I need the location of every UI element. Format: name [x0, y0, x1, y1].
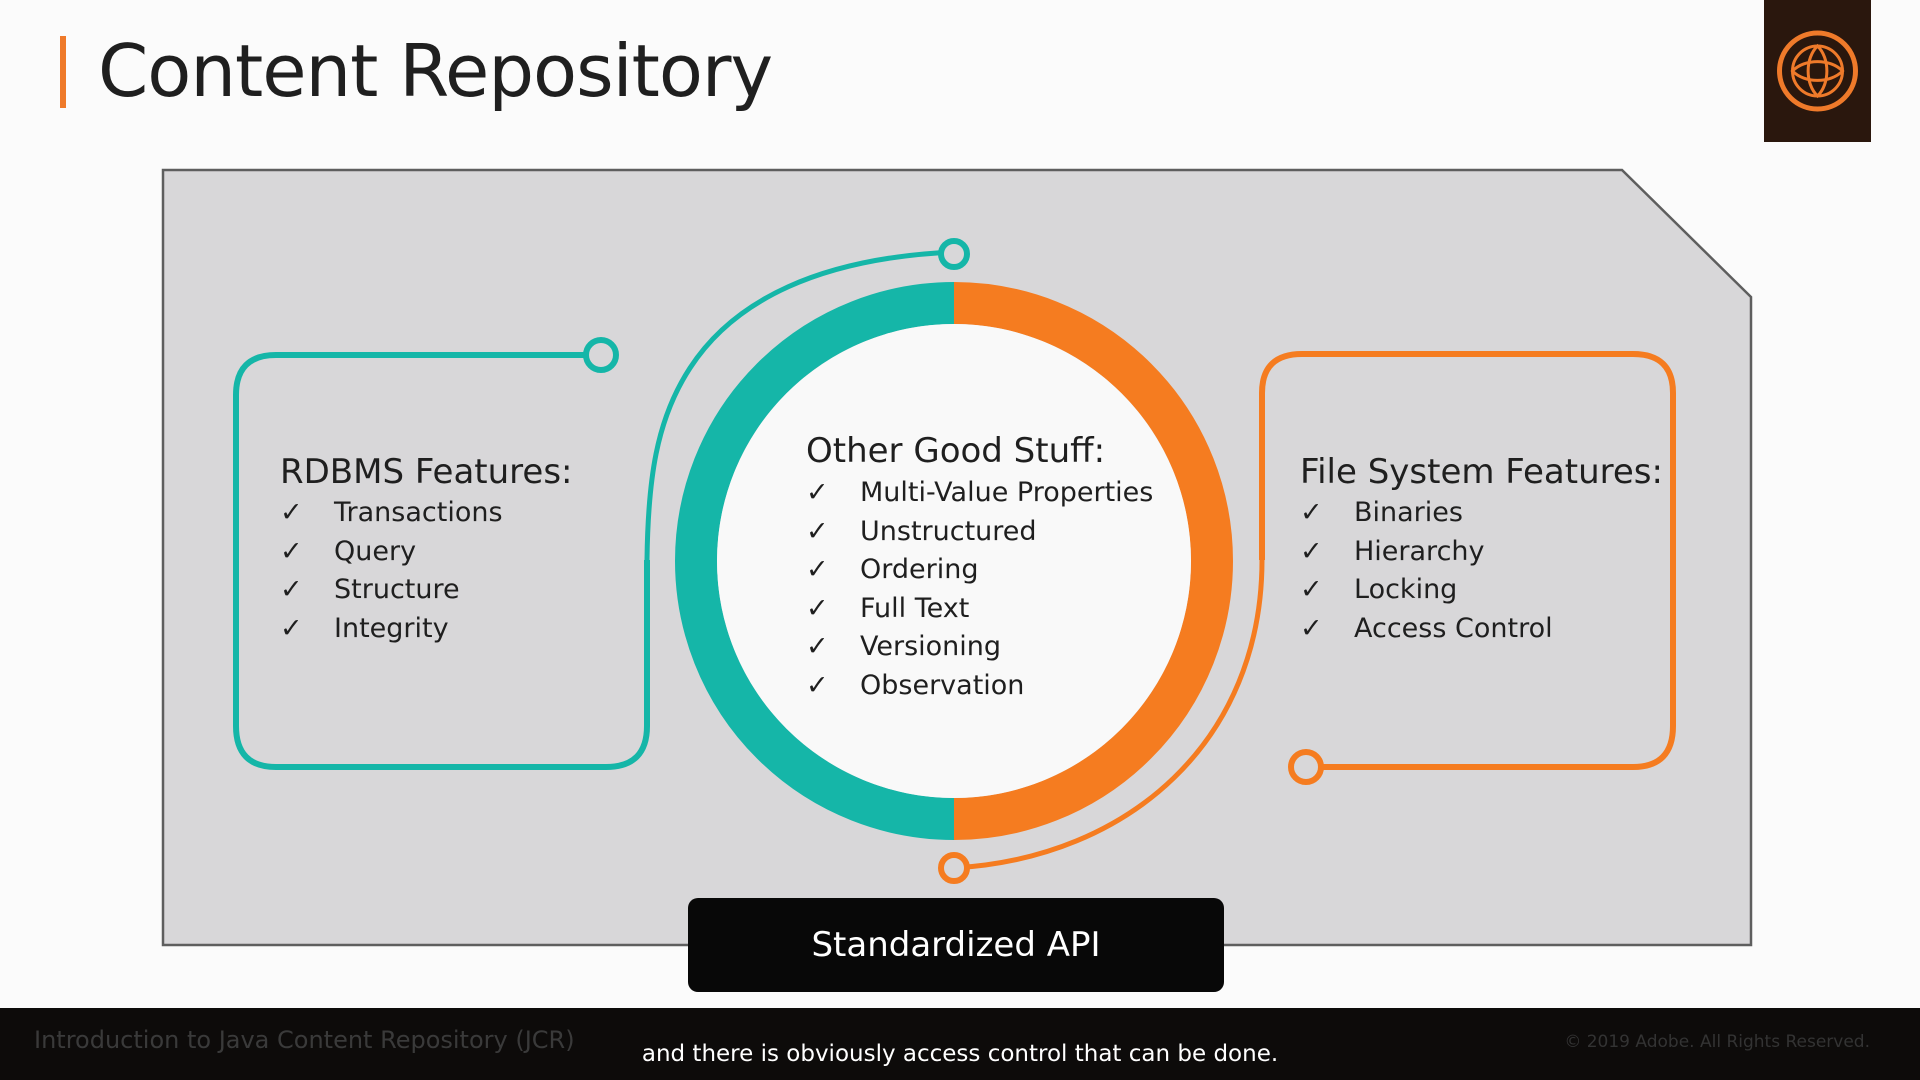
list-item: ✓Structure	[280, 571, 503, 610]
other-feature-list: ✓Multi-Value Properties ✓Unstructured ✓O…	[806, 474, 1153, 705]
list-item: ✓Multi-Value Properties	[806, 474, 1153, 513]
list-item: ✓Hierarchy	[1300, 533, 1553, 572]
list-item: ✓Unstructured	[806, 513, 1153, 552]
donut-orange-half	[953, 282, 1233, 840]
check-icon: ✓	[806, 554, 829, 585]
list-item: ✓Binaries	[1300, 494, 1553, 533]
filesystem-heading: File System Features:	[1300, 452, 1663, 492]
filesystem-feature-list: ✓Binaries ✓Hierarchy ✓Locking ✓Access Co…	[1300, 494, 1553, 648]
list-item: ✓Observation	[806, 667, 1153, 706]
check-icon: ✓	[806, 592, 829, 624]
copyright-notice: © 2019 Adobe. All Rights Reserved.	[1564, 1032, 1870, 1052]
list-item: ✓Versioning	[806, 628, 1153, 667]
orange-connector-arc	[953, 559, 1265, 871]
check-icon: ✓	[806, 515, 829, 547]
subtitle-caption: and there is obviously access control th…	[641, 1041, 1279, 1067]
check-icon: ✓	[806, 477, 829, 508]
donut-teal-half	[675, 282, 955, 840]
filesystem-box-outline	[1259, 351, 1676, 770]
check-icon: ✓	[1300, 574, 1323, 605]
check-icon: ✓	[1300, 612, 1323, 644]
check-icon: ✓	[280, 612, 303, 644]
list-item: ✓Ordering	[806, 551, 1153, 590]
teal-node-left	[583, 337, 619, 373]
check-icon: ✓	[280, 497, 303, 528]
check-icon: ✓	[280, 535, 303, 567]
teal-connector-arc	[644, 249, 955, 561]
check-icon: ✓	[280, 574, 303, 605]
rdbms-heading: RDBMS Features:	[280, 452, 573, 492]
check-icon: ✓	[806, 631, 829, 662]
orange-node-bottom	[938, 852, 970, 884]
slide-footer: Introduction to Java Content Repository …	[0, 1008, 1920, 1080]
adobe-experience-manager-logo-icon	[1777, 30, 1858, 112]
slide-title: Content Repository	[98, 29, 773, 113]
orange-node-right	[1288, 749, 1324, 785]
check-icon: ✓	[1300, 535, 1323, 567]
donut-center	[717, 324, 1191, 798]
standardized-api-button[interactable]: Standardized API	[688, 898, 1224, 992]
check-icon: ✓	[1300, 497, 1323, 528]
list-item: ✓Full Text	[806, 590, 1153, 629]
rdbms-feature-list: ✓Transactions ✓Query ✓Structure ✓Integri…	[280, 494, 503, 648]
check-icon: ✓	[806, 669, 829, 701]
logo	[1764, 0, 1871, 142]
rdbms-box-outline	[233, 352, 650, 770]
list-item: ✓Integrity	[280, 610, 503, 649]
teal-node-top	[938, 238, 970, 270]
other-heading: Other Good Stuff:	[806, 431, 1106, 471]
list-item: ✓Query	[280, 533, 503, 572]
list-item: ✓Locking	[1300, 571, 1553, 610]
diagram-graphics	[161, 168, 1753, 947]
course-title: Introduction to Java Content Repository …	[34, 1026, 575, 1054]
list-item: ✓Transactions	[280, 494, 503, 533]
title-accent-bar	[60, 36, 66, 108]
list-item: ✓Access Control	[1300, 610, 1553, 649]
